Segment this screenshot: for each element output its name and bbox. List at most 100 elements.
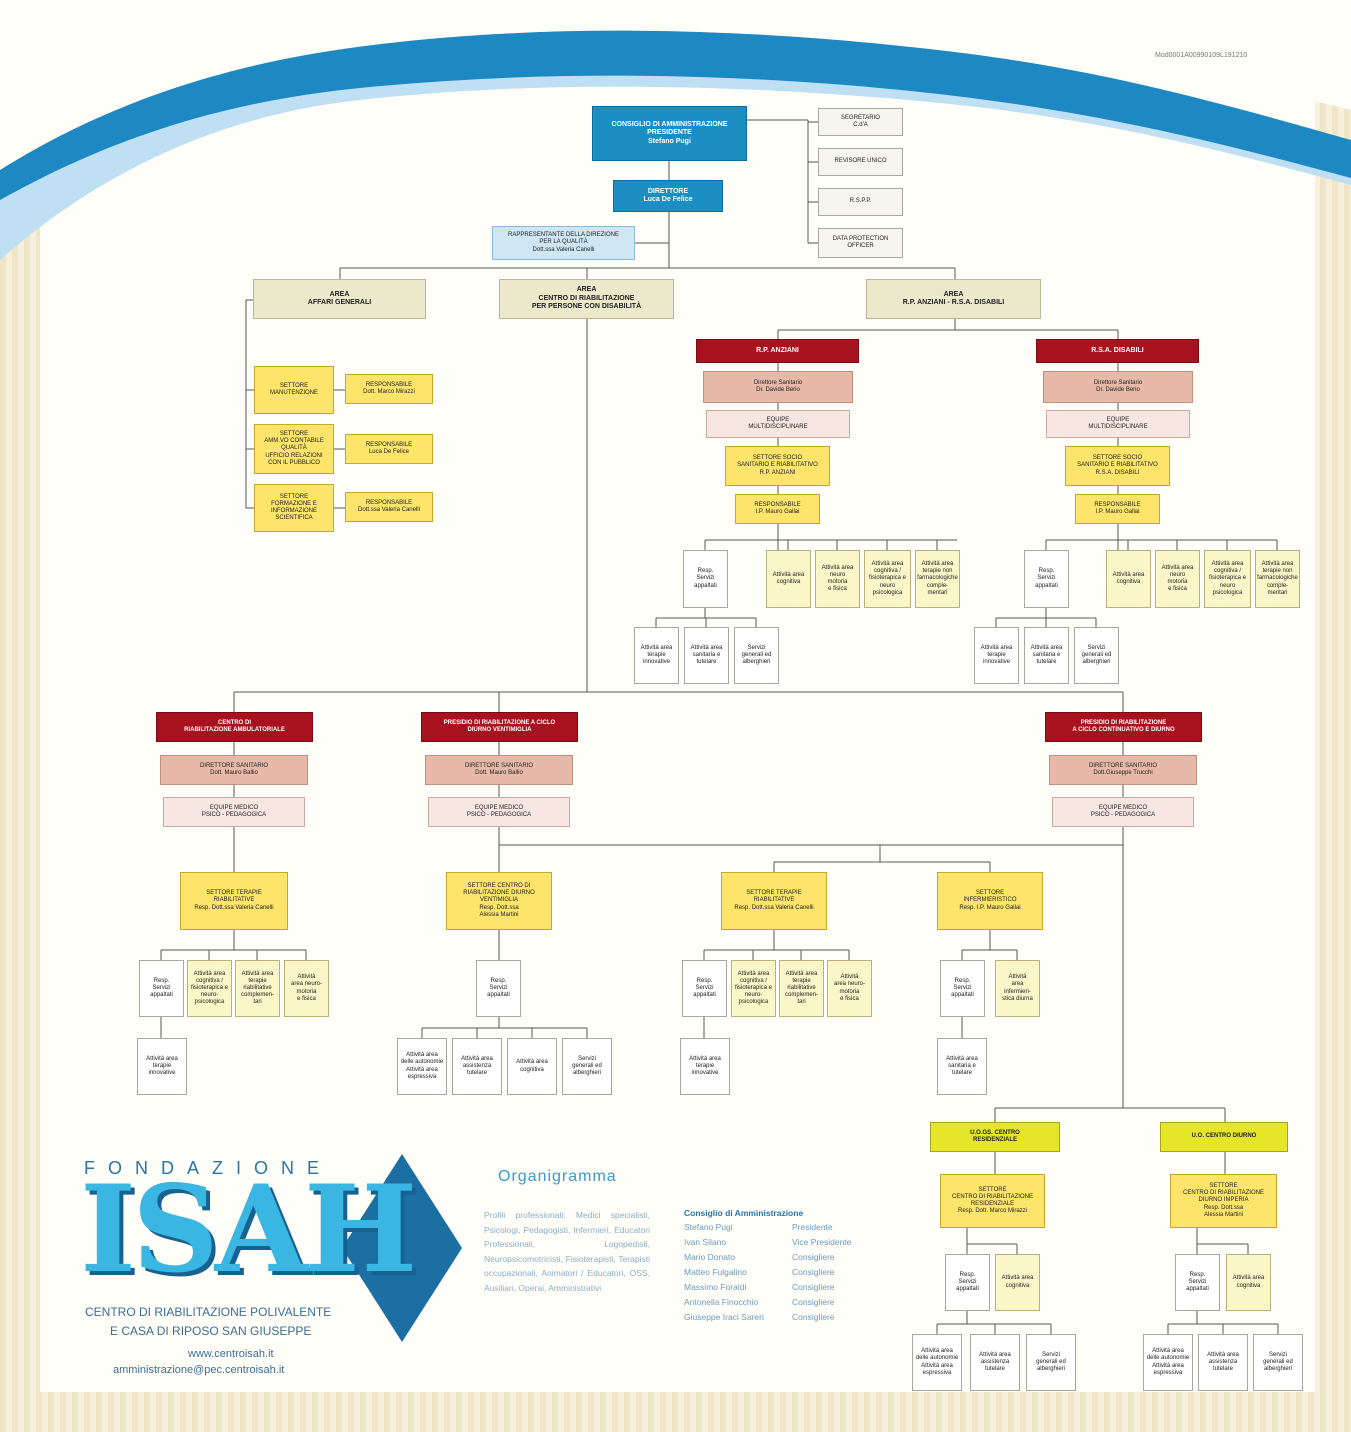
- rp-contracted-services-box: Resp. Servizi appaltati: [683, 550, 728, 608]
- board-president-box: CONSIGLIO DI AMMINISTRAZIONE PRESIDENTE …: [592, 106, 747, 161]
- secretary-box: SEGRETARIO C.d'A: [818, 108, 903, 136]
- rp-health-care-box: Attività area sanitaria e tutelare: [684, 627, 729, 684]
- rp-elderly-box: R.P. ANZIANI: [696, 339, 859, 363]
- board-member-role: Consigliere: [792, 1297, 835, 1307]
- rp-team-box: EQUIPE MULTIDISCIPLINARE: [706, 410, 850, 438]
- board-member-row: Mario Donato Consigliere: [684, 1252, 874, 1267]
- area-general-affairs-box: AREA AFFARI GENERALI: [253, 279, 426, 319]
- rsa-innovative-box: Attività area terapie innovative: [974, 627, 1019, 684]
- residential-general-services-box: Servizi generali ed alberghieri: [1026, 1334, 1076, 1391]
- organigramma-title: Organigramma: [498, 1168, 617, 1185]
- ventimiglia-rehab-sector-box: SETTORE CENTRO DI RIABILITAZIONE DIURNO …: [446, 872, 552, 930]
- residential-autonomy-box: Attività area delle autonomie Attività a…: [912, 1334, 962, 1391]
- rsa-general-services-box: Servizi generali ed alberghieri: [1074, 627, 1119, 684]
- rp-health-director-box: Direttore Sanitario Dr. Davide Berio: [703, 371, 853, 403]
- board-member-name: Antonella Finocchio: [684, 1297, 759, 1307]
- rsa-health-director-box: Direttore Sanitario Dr. Davide Berio: [1043, 371, 1193, 403]
- day-autonomy-box: Attività area delle autonomie Attività a…: [1143, 1334, 1193, 1391]
- residential-sector-box: SETTORE CENTRO DI RIABILITAZIONE RESIDEN…: [940, 1174, 1045, 1228]
- board-member-role: Consigliere: [792, 1252, 835, 1262]
- maintenance-manager-box: RESPONSABILE Dott. Marco Mirazzi: [345, 374, 433, 404]
- nursing-day-box: Attività area infermieri- stica diurna: [995, 960, 1040, 1017]
- residential-assistance-box: Attività area assistenza tutelare: [970, 1334, 1020, 1391]
- continuous-cognitive-box: Attività area cognitiva / fisioterapica …: [731, 960, 776, 1017]
- day-cognitive-box: Attività area cognitiva: [1226, 1254, 1271, 1311]
- day-general-services-box: Servizi generali ed alberghieri: [1253, 1334, 1303, 1391]
- data-protection-officer-box: DATA PROTECTION OFFICER: [818, 228, 903, 258]
- administration-manager-box: RESPONSABILE Luca De Felice: [345, 434, 433, 464]
- rp-sector-box: SETTORE SOCIO SANITARIO E RIABILITATIVO …: [725, 446, 830, 486]
- ventimiglia-assistance-box: Attività area assistenza tutelare: [452, 1038, 502, 1095]
- continuous-director-box: DIRETTORE SANITARIO Dott.Giuseppe Trucch…: [1049, 755, 1197, 785]
- ventimiglia-general-services-box: Servizi generali ed alberghieri: [562, 1038, 612, 1095]
- continuous-cycle-center-box: PRESIDIO DI RIABILITAZIONE A CICLO CONTI…: [1045, 712, 1202, 742]
- area-rehab-center-box: AREA CENTRO DI RIABILITAZIONE PER PERSON…: [499, 279, 674, 319]
- continuous-therapy-sector-box: SETTORE TERAPIE RIABILITATIVE Resp. Dott…: [721, 872, 827, 930]
- rp-non-pharma-box: Attività area terapie non farmacologiche…: [915, 550, 960, 608]
- logo-subtitle-2: E CASA DI RIPOSO SAN GIUSEPPE: [110, 1324, 312, 1338]
- day-contracted-box: Resp. Servizi appaltati: [1175, 1254, 1220, 1311]
- training-manager-box: RESPONSABILE Dott.ssa Valeria Canelli: [345, 492, 433, 522]
- outpatient-neuromotor-box: Attività area neuro- motoria e fisica: [284, 960, 329, 1017]
- board-member-name: Matteo Fulgalino: [684, 1267, 747, 1277]
- continuous-team-box: EQUIPE MEDICO PSICO - PEDAGOGICA: [1052, 797, 1194, 827]
- board-member-name: Mario Donato: [684, 1252, 736, 1262]
- rp-cognitive-box: Attività area cognitiva: [766, 550, 811, 608]
- rsa-health-care-box: Attività area sanitaria e tutelare: [1024, 627, 1069, 684]
- rp-cognitive-physio-box: Attività area cognitiva / fisioterapica …: [864, 550, 911, 608]
- rp-general-services-box: Servizi generali ed alberghieri: [734, 627, 779, 684]
- residential-cognitive-box: Attività area cognitiva: [995, 1254, 1040, 1311]
- board-member-row: Antonella Finocchio Consigliere: [684, 1297, 874, 1312]
- board-member-role: Consigliere: [792, 1282, 835, 1292]
- outpatient-contracted-box: Resp. Servizi appaltati: [139, 960, 184, 1017]
- board-title: Consiglio di Amministrazione: [684, 1208, 804, 1218]
- outpatient-director-box: DIRETTORE SANITARIO Dott. Mauro Ballio: [160, 755, 308, 785]
- board-member-row: Matteo Fulgalino Consigliere: [684, 1267, 874, 1282]
- training-sector-box: SETTORE FORMAZIONE E INFORMAZIONE SCIENT…: [254, 484, 334, 532]
- rsa-disabled-box: R.S.A. DISABILI: [1036, 339, 1199, 363]
- rsa-manager-box: RESPONSABILE I.P. Mauro Gallai: [1075, 494, 1160, 524]
- nursing-health-care-box: Attività area sanitaria e tutelare: [937, 1038, 987, 1095]
- board-member-role: Consigliere: [792, 1267, 835, 1277]
- continuous-contracted-box: Resp. Servizi appaltati: [682, 960, 727, 1017]
- area-elderly-disabled-box: AREA R.P. ANZIANI - R.S.A. DISABILI: [866, 279, 1041, 319]
- logo-subtitle-1: CENTRO DI RIABILITAZIONE POLIVALENTE: [85, 1305, 332, 1319]
- logo-diamond-shape: [342, 1154, 462, 1342]
- board-member-role: Vice Presidente: [792, 1237, 852, 1247]
- rsa-neuromotor-box: Attività area neuro motoria e fisica: [1155, 550, 1200, 608]
- board-member-row: Massimo Foraldi Consigliere: [684, 1282, 874, 1297]
- outpatient-center-box: CENTRO DI RIABILITAZIONE AMBULATORIALE: [156, 712, 313, 742]
- outpatient-team-box: EQUIPE MEDICO PSICO - PEDAGOGICA: [163, 797, 305, 827]
- continuous-innovative-box: Attività area terapie innovative: [680, 1038, 730, 1095]
- rsa-cognitive-box: Attività area cognitiva: [1106, 550, 1151, 608]
- board-member-name: Massimo Foraldi: [684, 1282, 747, 1292]
- day-unit-box: U.O. CENTRO DIURNO: [1160, 1122, 1288, 1152]
- email-link[interactable]: amministrazione@pec.centroisah.it: [113, 1364, 285, 1376]
- residential-contracted-box: Resp. Servizi appaltati: [945, 1254, 990, 1311]
- rspp-box: R.S.P.P.: [818, 188, 903, 216]
- rsa-team-box: EQUIPE MULTIDISCIPLINARE: [1046, 410, 1190, 438]
- ventimiglia-director-box: DIRETTORE SANITARIO Dott. Mauro Ballio: [425, 755, 573, 785]
- rsa-sector-box: SETTORE SOCIO SANITARIO E RIABILITATIVO …: [1065, 446, 1170, 486]
- day-assistance-box: Attività area assistenza tutelare: [1198, 1334, 1248, 1391]
- board-member-name: Giuseppe Iraci Sareri: [684, 1312, 764, 1322]
- rp-innovative-box: Attività area terapie innovative: [634, 627, 679, 684]
- rsa-contracted-services-box: Resp. Servizi appaltati: [1024, 550, 1069, 608]
- director-box: DIRETTORE Luca De Felice: [613, 180, 723, 212]
- outpatient-therapies-box: Attività area terapie riabilitative comp…: [235, 960, 280, 1017]
- day-sector-box: SETTORE CENTRO DI RIABILITAZIONE DIURNO …: [1170, 1174, 1277, 1228]
- outpatient-innovative-box: Attività area terapie innovative: [137, 1038, 187, 1095]
- professional-profiles-text: Profili professionali: Medici specialist…: [484, 1210, 650, 1293]
- nursing-contracted-box: Resp. Servizi appaltati: [940, 960, 985, 1017]
- outpatient-cognitive-box: Attività area cognitiva / fisioterapica …: [187, 960, 232, 1017]
- board-member-role: Consigliere: [792, 1312, 835, 1322]
- board-member-name: Stefano Pugi: [684, 1222, 733, 1232]
- ventimiglia-team-box: EQUIPE MEDICO PSICO - PEDAGOGICA: [428, 797, 570, 827]
- board-member-row: Giuseppe Iraci Sareri Consigliere: [684, 1312, 874, 1327]
- outpatient-therapy-sector-box: SETTORE TERAPIE RIABILITATIVE Resp. Dott…: [180, 872, 288, 930]
- rp-neuromotor-box: Attività area neuro motoria e fisica: [815, 550, 860, 608]
- ventimiglia-contracted-box: Resp. Servizi appaltati: [476, 960, 521, 1017]
- website-link[interactable]: www.centroisah.it: [188, 1348, 274, 1360]
- administration-sector-box: SETTORE AMM.VO CONTABILE QUALITÀ UFFICIO…: [254, 424, 334, 474]
- board-member-role: Presidente: [792, 1222, 833, 1232]
